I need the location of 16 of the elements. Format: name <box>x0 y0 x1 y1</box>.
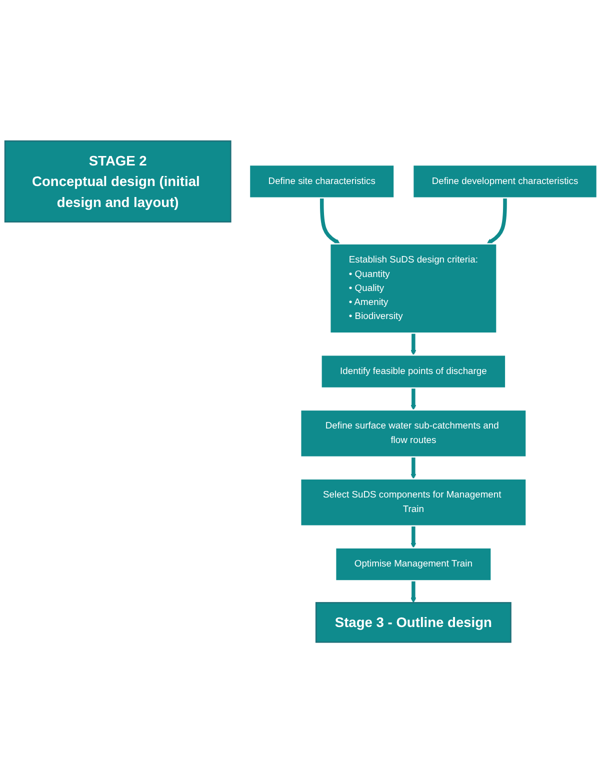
node-box: Optimise Management Train <box>334 547 492 582</box>
node-box: Define development characteristics <box>412 164 598 198</box>
node-box: STAGE 2 Conceptual design (initial design and layout) <box>4 140 232 222</box>
arrow <box>410 526 416 548</box>
arrow <box>410 333 416 356</box>
arrow <box>320 198 340 244</box>
node-box: Define site characteristics <box>248 164 395 198</box>
arrow <box>410 580 416 603</box>
node-box: Establish SuDS design criteria: • Quantity • Quality • Amenity • Biodiversity <box>329 243 498 334</box>
arrow <box>410 456 416 480</box>
node-box: Identify feasible points of discharge <box>320 354 506 389</box>
arrow <box>486 198 507 244</box>
node-box: Select SuDS components for Management Train <box>300 478 527 526</box>
node-box: Stage 3 - Outline design <box>315 602 512 643</box>
arrow <box>410 388 416 410</box>
node-box: Define surface water sub-catchments and flow routes <box>300 409 527 458</box>
